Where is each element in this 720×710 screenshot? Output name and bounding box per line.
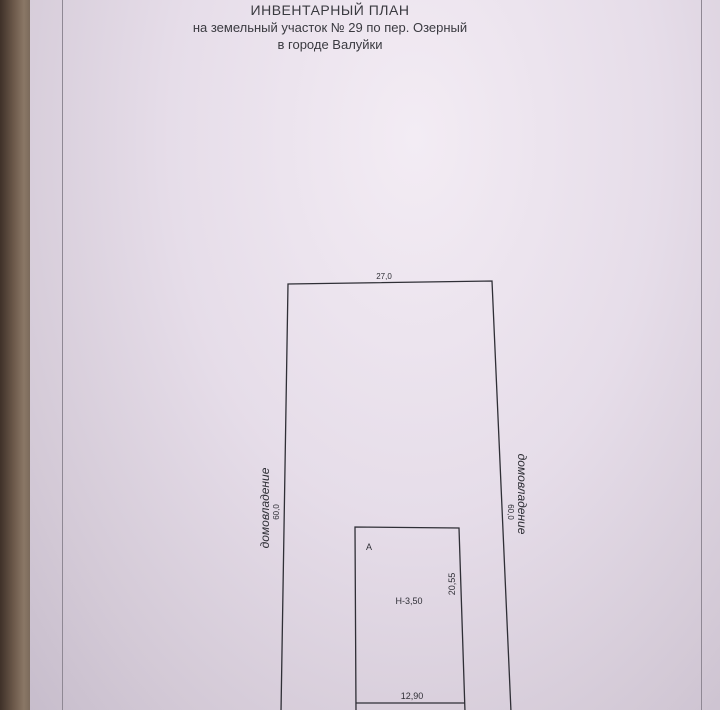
page-frame <box>62 0 702 710</box>
document-header: ИНВЕНТАРНЫЙ ПЛАН на земельный участок № … <box>150 0 510 53</box>
right-neighbor-label: домовладение <box>515 454 529 535</box>
left-neighbor-label: домовладение <box>258 467 272 548</box>
building-height-label: Н-3,50 <box>395 596 422 606</box>
paper-sheet <box>30 0 720 710</box>
document-title: ИНВЕНТАРНЫЙ ПЛАН <box>250 2 410 18</box>
document-subtitle: на земельный участок № 29 по пер. Озерны… <box>192 20 468 35</box>
building-outline <box>354 526 466 710</box>
building-letter: А <box>366 542 372 552</box>
left-side-dimension: 60,0 <box>272 504 281 520</box>
building-length-dimension: 20,55 <box>447 573 457 596</box>
building-width-dimension: 12,90 <box>401 691 424 701</box>
document-city: в городе Валуйки <box>277 37 383 52</box>
plot-top-dimension: 27,0 <box>376 272 392 281</box>
land-plot-boundary <box>280 280 512 710</box>
right-side-dimension: 60,0 <box>506 504 515 520</box>
